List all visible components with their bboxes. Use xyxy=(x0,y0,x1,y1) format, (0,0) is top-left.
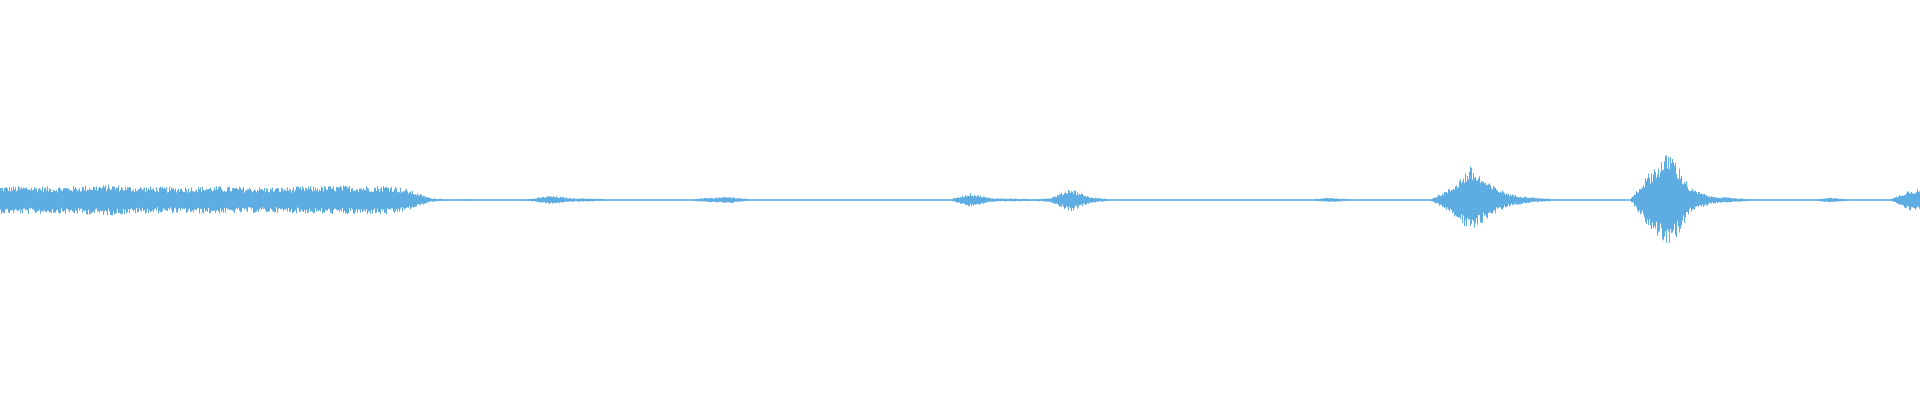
waveform-samples xyxy=(0,155,1920,244)
